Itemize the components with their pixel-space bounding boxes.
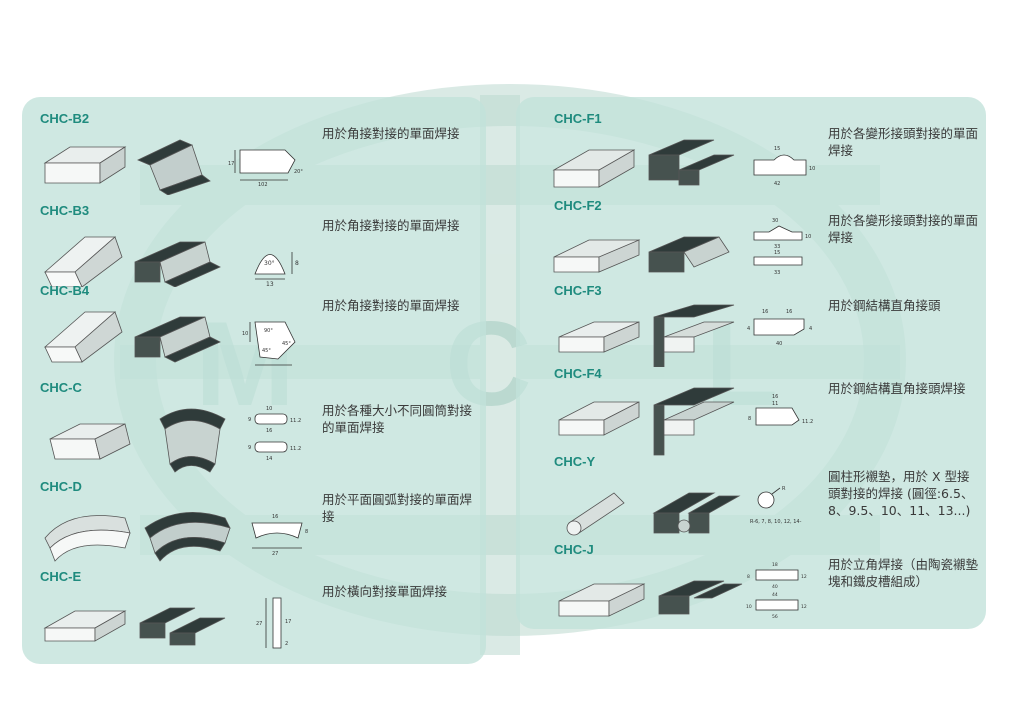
dim-d-top: 16 — [272, 514, 278, 520]
chc-b2-illustration: 17 20° 102 — [43, 139, 303, 195]
dim-e-height: 27 — [256, 621, 262, 627]
dim-f3-right: 4 — [809, 326, 812, 332]
chc-y-illustration: R R-6, 7, 8, 10, 12, 14- — [566, 486, 802, 536]
dim-b2-width: 102 — [258, 182, 268, 188]
product-code: CHC-B4 — [40, 283, 90, 298]
dim-f4-top: 16 — [772, 394, 778, 400]
product-code: CHC-D — [40, 479, 82, 494]
dim-c-top-height: 9 — [248, 417, 251, 423]
dim-f4-side: 11.2 — [802, 419, 813, 425]
dim-j-width: 40 — [772, 584, 778, 590]
dim-f3-top-left: 16 — [762, 309, 768, 315]
product-description: 用於各變形接頭對接的單面焊接 — [828, 213, 979, 245]
chc-b3-illustration: 30° 8 13 — [43, 236, 299, 287]
product-description: 用於橫向對接單面焊接 — [322, 584, 448, 599]
product-code: CHC-B3 — [40, 203, 90, 218]
product-code: CHC-J — [554, 542, 594, 557]
dim-y-sizes: R-6, 7, 8, 10, 12, 14- — [750, 519, 802, 525]
dim-f1-height: 10 — [809, 166, 815, 172]
chc-b4-illustration: 10 90° 45° 45° 16 — [43, 311, 296, 366]
product-description: 用於角接對接的單面焊接 — [322, 126, 460, 141]
dim-b3-angle: 30° — [264, 260, 275, 267]
dim-b4-angle-top: 90° — [264, 328, 273, 334]
dim-e-thickness: 2 — [285, 641, 288, 647]
dim-f2-lower-width: 33 — [774, 270, 780, 276]
dim-f2-top: 30 — [772, 218, 778, 224]
dim-b4-height: 10 — [242, 331, 248, 337]
product-code: CHC-Y — [554, 454, 596, 469]
dim-j-top: 18 — [772, 562, 778, 568]
right-product-panel: CHC-F1 15 10 42 用於各變形接頭對接的單面焊接 CHC-F2 — [516, 97, 986, 629]
product-description: 用於鋼結構直角接頭 — [828, 298, 941, 313]
dim-c-top-bottom: 16 — [266, 428, 272, 434]
dim-j-right: 12 — [801, 574, 807, 580]
product-description: 用於平面圓弧對接的單面焊接 — [322, 492, 473, 524]
dim-y-radius: R — [782, 486, 786, 492]
chc-e-illustration: 27 17 2 — [43, 597, 291, 649]
dim-j-lower-width: 56 — [772, 614, 778, 620]
dim-c-bot-height: 9 — [248, 445, 251, 451]
dim-b2-height: 17 — [228, 161, 234, 167]
chc-d-illustration: 16 8 27 — [44, 512, 308, 562]
dim-f2-height: 10 — [805, 234, 811, 240]
product-description: 用於立角焊接（由陶瓷襯墊塊和鐵皮槽組成） — [828, 557, 979, 589]
product-code: CHC-F3 — [554, 283, 602, 298]
product-description: 用於角接對接的單面焊接 — [322, 218, 460, 233]
product-code: CHC-F2 — [554, 198, 602, 213]
product-code: CHC-B2 — [40, 111, 90, 126]
dim-j-lower-top: 44 — [772, 592, 778, 598]
product-code: CHC-F1 — [554, 111, 602, 126]
dim-c-top-side: 11.2 — [290, 418, 301, 424]
chc-f4-illustration: 16 11 8 11.2 — [558, 387, 813, 456]
dim-f2-width: 33 — [774, 244, 780, 250]
dim-d-width: 27 — [272, 551, 278, 557]
dim-j-left: 8 — [747, 574, 750, 580]
dim-j-lower-right: 12 — [801, 604, 807, 610]
product-code: CHC-E — [40, 569, 82, 584]
dim-f2-lower-top: 15 — [774, 250, 780, 256]
chc-f1-illustration: 15 10 42 — [552, 139, 815, 188]
dim-e-inner: 17 — [285, 619, 291, 625]
dim-j-lower-left: 10 — [746, 604, 752, 610]
product-description: 用於角接對接的單面焊接 — [322, 298, 460, 313]
product-description: 用於各變形接頭對接的單面焊接 — [828, 126, 979, 158]
product-code: CHC-F4 — [554, 366, 602, 381]
product-description: 用於鋼結構直角接頭焊接 — [828, 381, 966, 396]
dim-f3-left: 4 — [747, 326, 750, 332]
dim-b4-angle-left: 45° — [262, 348, 271, 354]
dim-f3-top-right: 16 — [786, 309, 792, 315]
dim-b4-angle-right: 45° — [282, 341, 291, 347]
dim-f1-top: 15 — [774, 146, 780, 152]
dim-f4-inner: 11 — [772, 401, 778, 407]
dim-f1-width: 42 — [774, 181, 780, 187]
chc-f3-illustration: 16 16 40 4 4 — [558, 304, 812, 367]
product-description: 用於各種大小不同圓筒對接的單面焊接 — [322, 403, 473, 435]
chc-j-illustration: 18 8 40 12 44 10 56 12 — [558, 562, 807, 620]
dim-c-top-width: 10 — [266, 406, 272, 412]
dim-c-bot-width: 14 — [266, 456, 272, 462]
dim-c-bot-side: 11.2 — [290, 446, 301, 452]
dim-d-height: 8 — [305, 529, 308, 535]
dim-b2-angle: 20° — [294, 169, 303, 175]
dim-f3-width: 40 — [776, 341, 782, 347]
chc-f2-illustration: 30 10 33 15 33 — [553, 218, 811, 276]
product-code: CHC-C — [40, 380, 82, 395]
chc-c-illustration: 10 9 16 11.2 9 14 11.2 — [49, 406, 301, 473]
dim-b3-height: 8 — [295, 260, 299, 267]
dim-f4-height: 8 — [748, 416, 751, 422]
dim-b3-width: 13 — [266, 281, 274, 287]
product-description: 圓柱形襯墊，用於 X 型接頭對接的焊接 (圓徑:6.5、8、9.5、10、11、… — [828, 469, 974, 518]
left-product-panel: CHC-B2 17 20° 102 用於角接對接的單面焊接 CHC-B3 — [22, 97, 486, 664]
